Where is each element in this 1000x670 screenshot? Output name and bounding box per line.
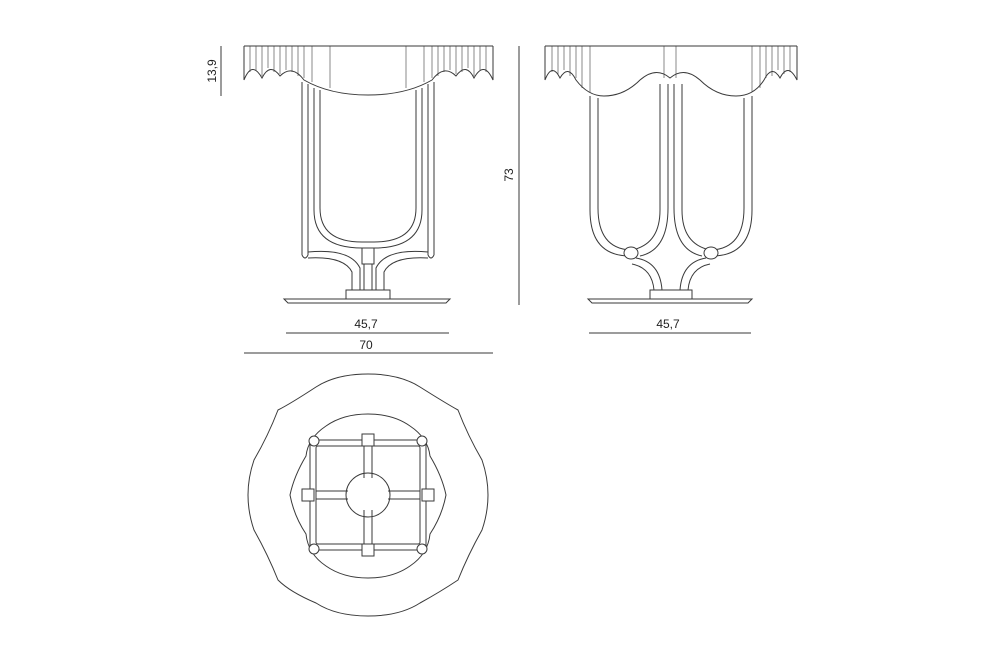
dim-front-width-label: 45,7 (354, 317, 378, 331)
dim-total-height-label: 73 (502, 168, 516, 182)
side-view (544, 45, 798, 304)
dimension-overall-width: 70 (244, 338, 493, 354)
top-outer-outline (247, 373, 489, 617)
dimension-front-width: 45,7 (286, 317, 449, 334)
front-shade (243, 45, 494, 96)
dimension-shade-height: 13,9 (205, 46, 222, 96)
dimension-side-width: 45,7 (589, 317, 751, 334)
side-shade (544, 45, 798, 97)
top-inner-outline (289, 413, 447, 579)
front-base (282, 289, 452, 304)
side-frame (589, 84, 753, 291)
dim-overall-width-label: 70 (359, 338, 373, 352)
side-base (586, 289, 754, 304)
front-frame (301, 82, 435, 290)
dimension-total-height: 73 (502, 46, 520, 305)
front-view (243, 45, 494, 304)
top-view (247, 373, 489, 617)
dim-shade-height-label: 13,9 (205, 59, 219, 83)
top-cross-frame (301, 433, 435, 557)
dim-side-width-label: 45,7 (656, 317, 680, 331)
